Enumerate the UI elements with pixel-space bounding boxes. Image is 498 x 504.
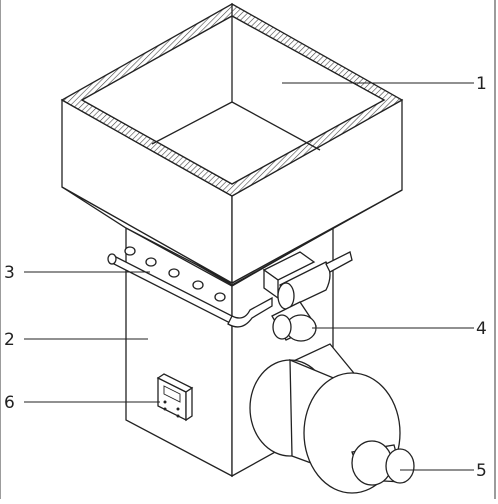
leader-lines [24,82,474,471]
motor-shaft-end [385,448,415,484]
nozzle-3 [168,268,180,278]
motor-small-back [272,314,292,340]
callout-3: 3 [4,263,15,283]
pump-face [277,282,295,310]
panel-display [163,385,181,403]
callout-1: 1 [476,74,487,94]
hopper-opening [80,15,386,185]
callout-4: 4 [476,319,487,339]
control-panel [156,373,194,422]
large-motor [249,343,415,494]
hopper [60,2,404,286]
panel-button-3 [163,407,167,411]
pump-outlet-pipe [325,251,353,273]
nozzle-5 [214,292,226,302]
pump-assembly [262,251,353,342]
pipe-end-cap [107,253,117,265]
panel-button-4 [176,414,180,418]
panel-button-1 [163,400,167,404]
hopper-inner-edge-left [151,101,233,145]
panel-button-2 [176,407,180,411]
hopper-inner-edge-right [231,101,321,151]
pipe-elbow [227,296,273,328]
callout-6: 6 [4,393,15,413]
callout-5: 5 [476,461,487,481]
callout-labels: 1 2 3 4 5 6 [4,74,487,481]
nozzle-2 [145,257,157,267]
callout-2: 2 [4,330,15,350]
nozzle-4 [192,280,204,290]
panel-side [185,386,193,422]
nozzle-1 [124,246,136,256]
